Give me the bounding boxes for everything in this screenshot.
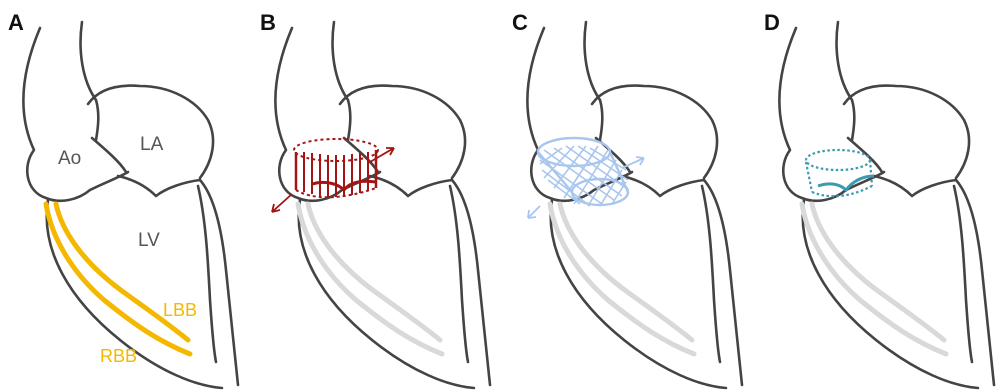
- sutureless-valve: [806, 150, 874, 196]
- panel-c-letter: C: [512, 10, 528, 35]
- left-atrium-label: LA: [140, 134, 164, 155]
- panel-d: D: [764, 10, 994, 388]
- conduction-faded-c: [550, 204, 694, 354]
- panel-b-letter: B: [260, 10, 276, 35]
- lbb-label: LBB: [163, 300, 197, 320]
- panel-d-letter: D: [764, 10, 780, 35]
- panel-b: B: [260, 10, 490, 388]
- conduction-faded-d: [802, 204, 946, 354]
- balloon-expandable-valve: [272, 139, 394, 212]
- rbb-label: RBB: [100, 346, 137, 366]
- panel-a-letter: A: [8, 10, 24, 35]
- left-ventricle-label: LV: [138, 230, 160, 251]
- conduction-faded-b: [298, 204, 442, 354]
- panel-a: A Ao LA LV LBB RBB: [8, 10, 238, 388]
- aorta-label: Ao: [58, 148, 81, 169]
- bundle-branches-a: [46, 204, 190, 354]
- panel-c: C: [512, 10, 742, 388]
